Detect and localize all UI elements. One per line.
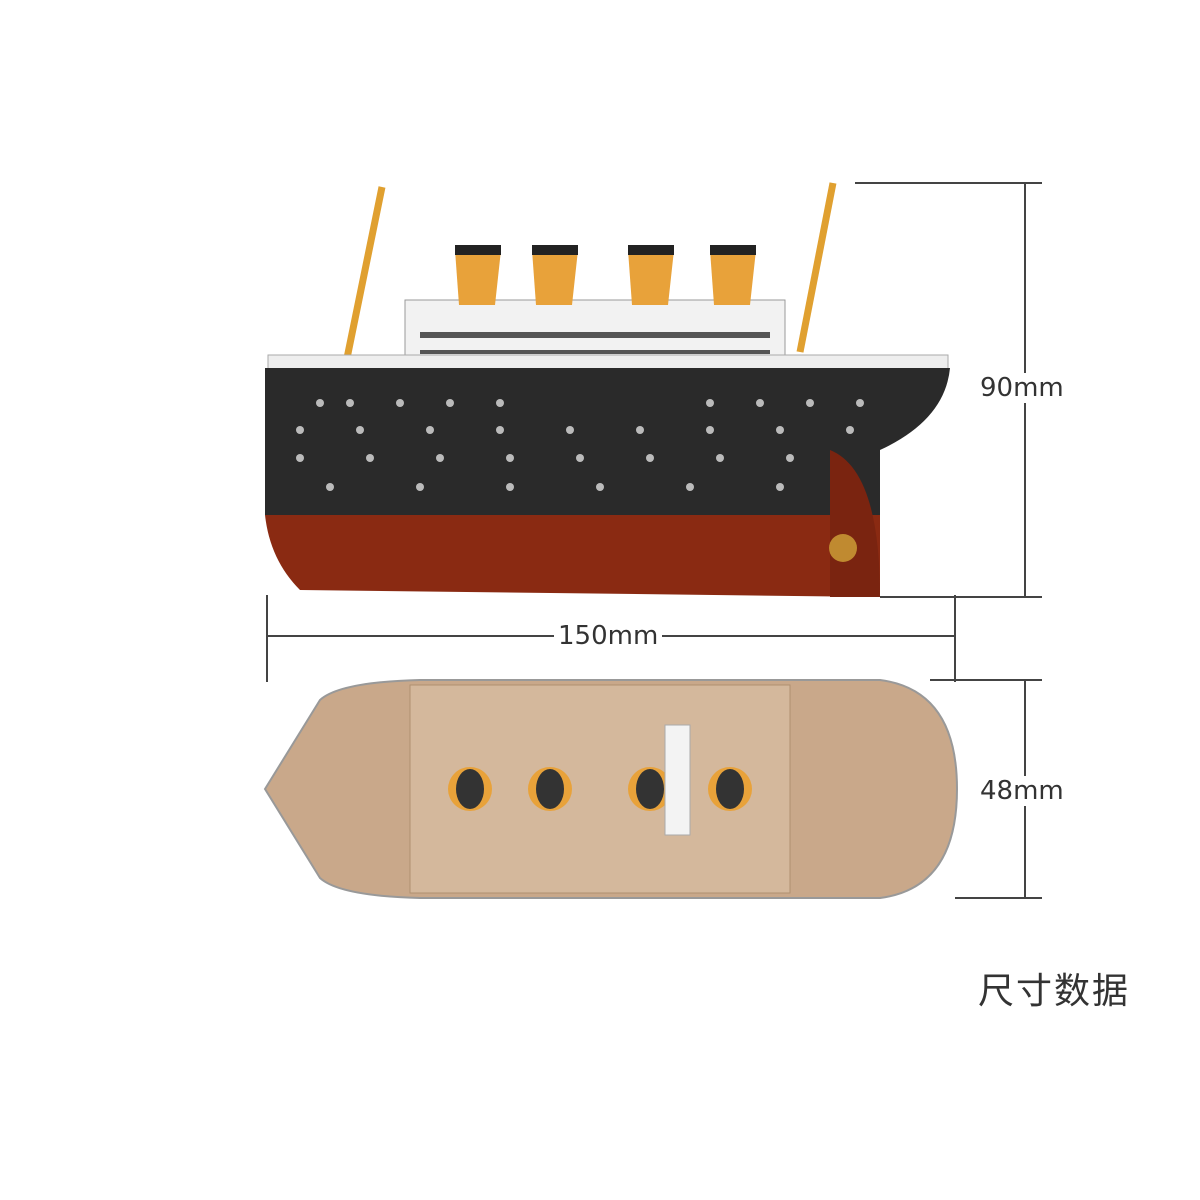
ship-side-view: [265, 182, 950, 597]
superstructure-windows: [420, 332, 770, 354]
aft-mast: [796, 182, 837, 353]
length-dimension-label: 150mm: [554, 621, 663, 651]
fore-mast: [341, 186, 386, 369]
ship-top-view: [263, 679, 959, 899]
funnels: [455, 245, 756, 305]
propeller: [829, 534, 857, 562]
width-dimension-label: 48mm: [976, 776, 1068, 806]
height-dimension-label: 90mm: [976, 373, 1068, 403]
caption: 尺寸数据: [978, 971, 1131, 1012]
top-funnels: [448, 767, 752, 811]
hull-red: [265, 515, 880, 597]
portholes: [296, 399, 864, 491]
hull-black: [265, 368, 950, 515]
